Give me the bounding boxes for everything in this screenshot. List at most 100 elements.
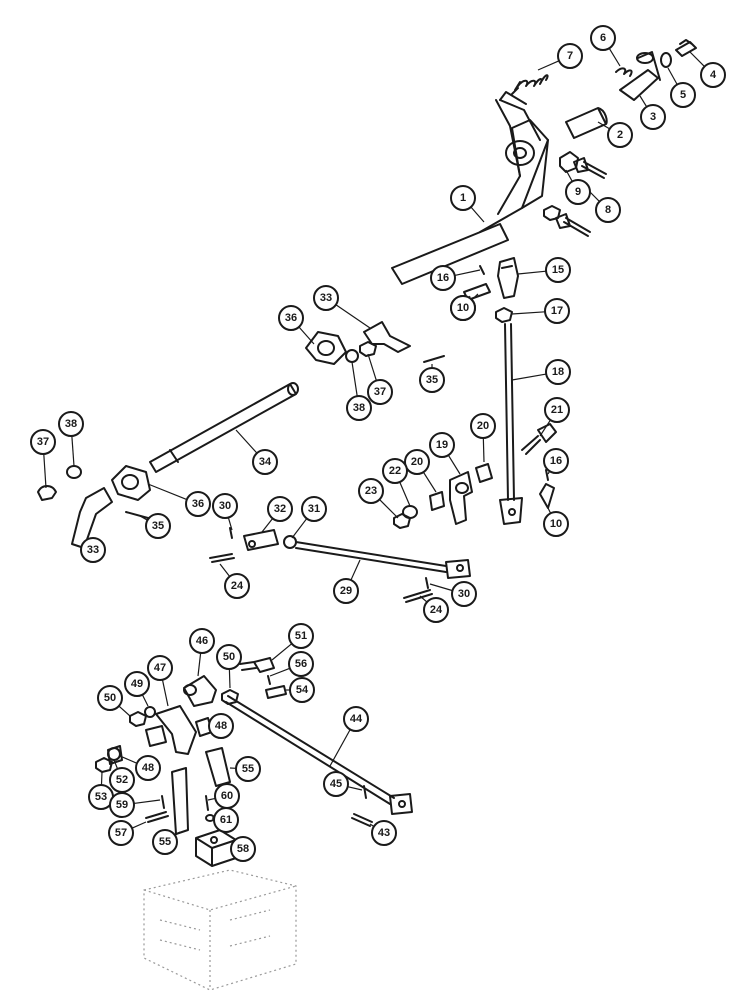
callout-19: 19 (429, 432, 461, 475)
leader-line (537, 60, 560, 71)
callout-number: 55 (242, 763, 254, 775)
callout-37: 37 (367, 353, 393, 405)
callout-number: 6 (600, 32, 606, 44)
callout-circle (267, 496, 293, 522)
leader-line (71, 435, 75, 467)
callout-circle (700, 62, 726, 88)
pin (545, 469, 549, 481)
callout-number: 4 (710, 69, 717, 81)
callout-56: 56 (269, 651, 314, 677)
callout-8: 8 (589, 191, 621, 223)
part-drawings (37, 39, 697, 991)
pedal-lever (391, 91, 549, 285)
leader-line (291, 518, 308, 539)
background-casting (143, 869, 297, 991)
callout-number: 45 (330, 778, 342, 790)
cap (37, 485, 57, 501)
callout-number: 24 (430, 604, 443, 616)
cross-shaft (149, 382, 299, 473)
callout-number: 23 (365, 485, 377, 497)
callout-number: 24 (231, 580, 244, 592)
callout-50: 50 (216, 644, 242, 689)
leader-line (511, 311, 546, 315)
callout-48: 48 (208, 713, 234, 739)
callout-circle (30, 429, 56, 455)
callout-circle (543, 511, 569, 537)
callout-circle (212, 493, 238, 519)
callout-number: 38 (65, 418, 77, 430)
callout-6: 6 (590, 25, 621, 67)
callout-number: 2 (617, 129, 623, 141)
callout-circle (97, 685, 123, 711)
callout-10: 10 (543, 507, 569, 537)
flange-bearing (111, 465, 151, 501)
callout-number: 54 (296, 684, 309, 696)
leader-line (147, 483, 188, 501)
callout-number: 38 (353, 402, 365, 414)
callout-17: 17 (511, 298, 570, 324)
callout-number: 60 (221, 790, 233, 802)
callout-circle (543, 448, 569, 474)
roll-pin (125, 511, 149, 519)
callout-16: 16 (430, 265, 481, 291)
callout-37: 37 (30, 429, 56, 489)
callout-number: 30 (219, 500, 231, 512)
leader-line (667, 67, 678, 85)
callout-circle (371, 820, 397, 846)
shoulder-bolt (239, 657, 275, 673)
leader-line (100, 771, 103, 786)
callout-47: 47 (147, 655, 173, 707)
callout-circle (301, 496, 327, 522)
callout-circle (208, 713, 234, 739)
callout-number: 34 (259, 456, 272, 468)
callout-number: 10 (457, 302, 469, 314)
callout-number: 36 (192, 498, 204, 510)
callout-number: 22 (389, 465, 401, 477)
roll-pin (423, 355, 445, 363)
callout-circle (189, 628, 215, 654)
leader-line (43, 453, 47, 489)
leader-line (539, 419, 551, 437)
leader-line (511, 373, 547, 381)
callout-circle (429, 432, 455, 458)
flange-bearing (305, 331, 347, 365)
callout-23: 23 (358, 478, 399, 519)
long-link (225, 695, 413, 815)
bushing (475, 463, 493, 483)
callout-circle (80, 537, 106, 563)
bolt (351, 813, 373, 827)
lever-arm (363, 321, 411, 353)
callout-circle (323, 771, 349, 797)
leader-line (350, 559, 361, 581)
callout-circle (544, 397, 570, 423)
callout-number: 29 (340, 585, 352, 597)
washer (107, 747, 121, 761)
leader-line (298, 326, 315, 345)
leader-line (113, 759, 119, 770)
callout-15: 15 (517, 257, 571, 283)
adjusting-rod (243, 529, 471, 579)
callout-circle (358, 478, 384, 504)
callout-number: 48 (142, 762, 154, 774)
callout-31: 31 (291, 496, 327, 539)
callout-circle (333, 578, 359, 604)
bolt (573, 157, 607, 179)
callout-number: 33 (87, 544, 99, 556)
callout-number: 3 (650, 111, 656, 123)
coil-part (615, 67, 633, 77)
pin (425, 577, 429, 589)
leader-line (419, 595, 428, 603)
leader-line (261, 518, 274, 533)
callout-number: 8 (605, 204, 611, 216)
leader-line (565, 169, 573, 182)
washer (144, 706, 156, 718)
leader-line (235, 429, 258, 454)
leader-line (335, 304, 371, 329)
callout-21: 21 (539, 397, 570, 437)
leader-line (689, 51, 705, 67)
callout-number: 35 (152, 520, 164, 532)
callout-number: 33 (320, 292, 332, 304)
washer (660, 52, 672, 68)
callout-49: 49 (124, 671, 150, 707)
callout-circle (430, 265, 456, 291)
